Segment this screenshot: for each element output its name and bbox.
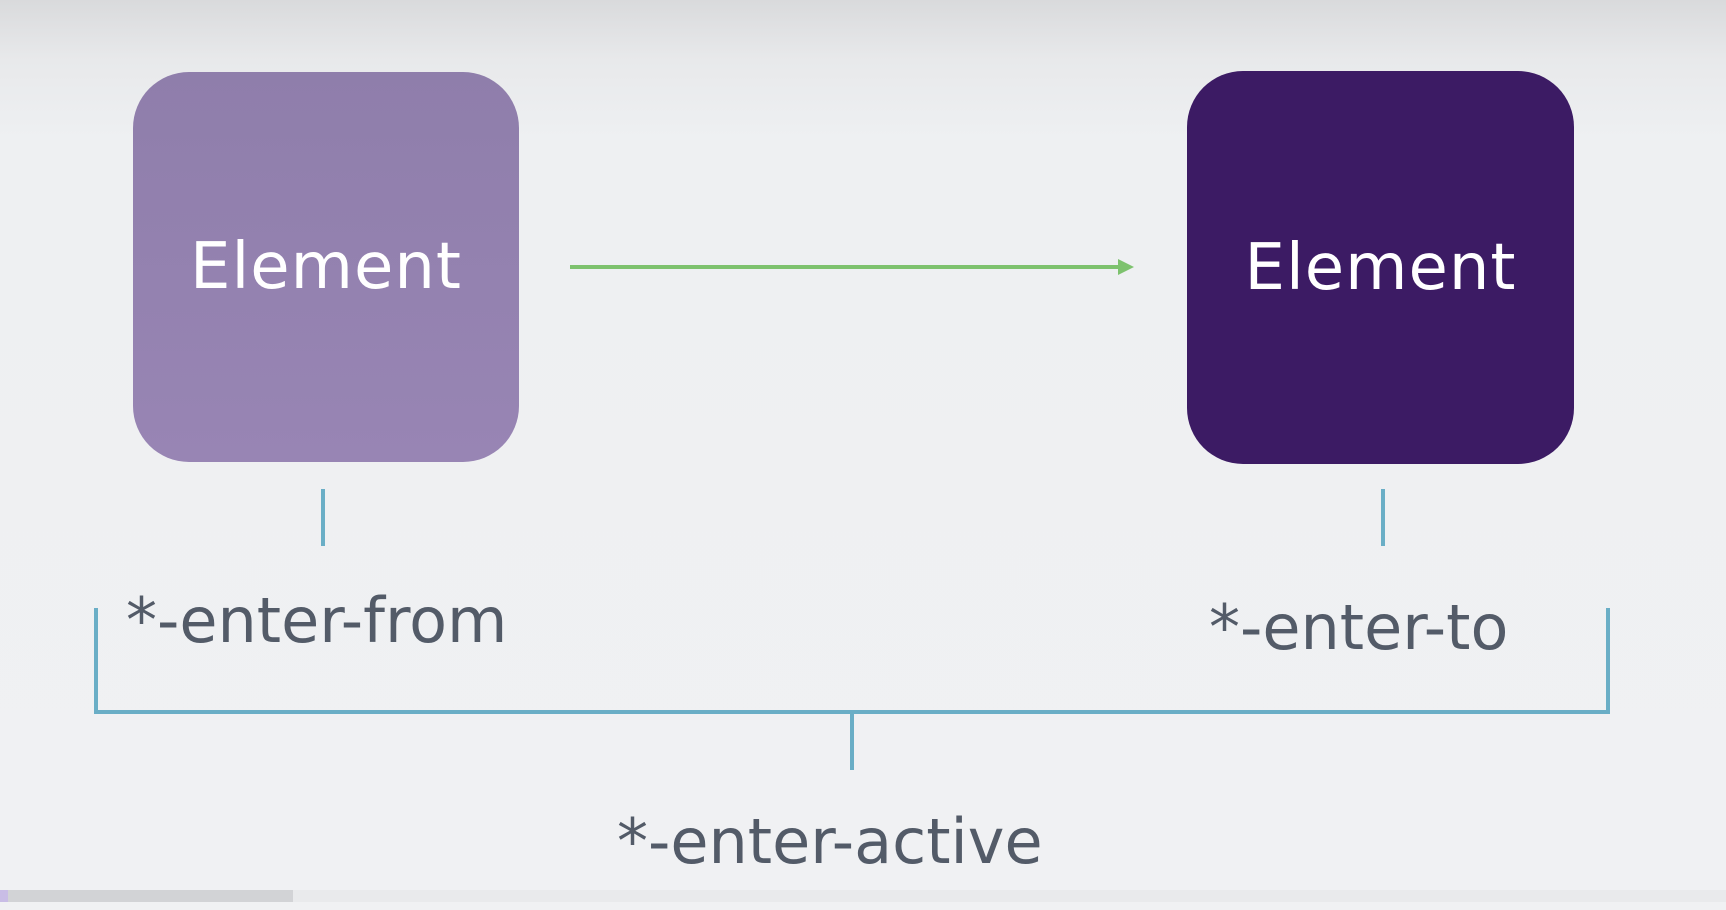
element-box-end: Element xyxy=(1187,71,1574,464)
element-box-start-label: Element xyxy=(190,230,462,304)
enter-active-label: *-enter-active xyxy=(617,805,1043,878)
enter-to-label: *-enter-to xyxy=(1209,591,1509,664)
video-progress-fill xyxy=(0,890,294,902)
video-progress-marker xyxy=(0,890,8,902)
transition-arrow-head xyxy=(1118,259,1134,275)
element-box-start: Element xyxy=(133,72,519,462)
element-box-end-label: Element xyxy=(1244,230,1517,305)
enter-from-label: *-enter-from xyxy=(126,584,508,657)
video-progress-bar[interactable] xyxy=(0,890,1726,902)
